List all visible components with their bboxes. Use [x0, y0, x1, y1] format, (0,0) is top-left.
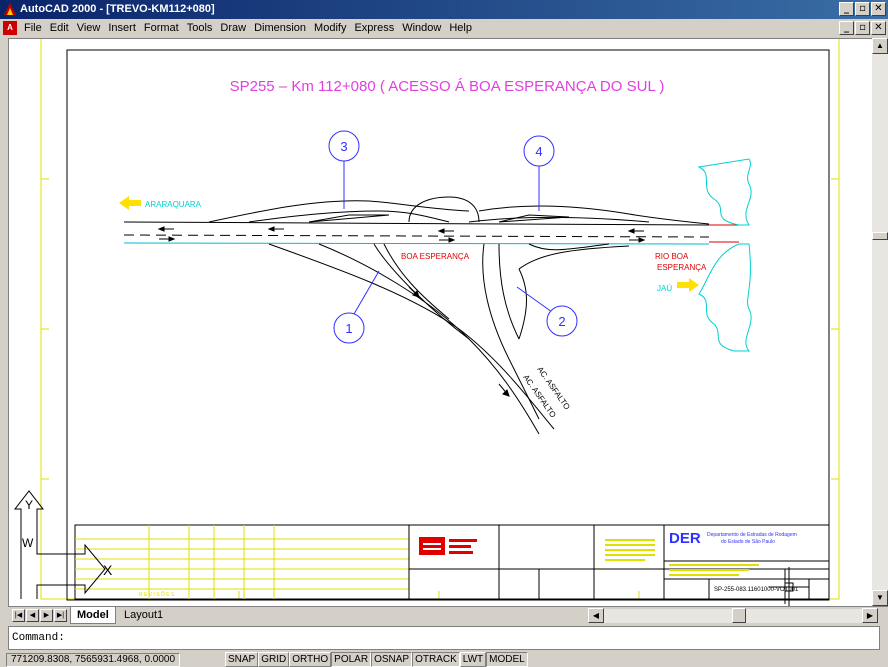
menu-file[interactable]: File	[24, 22, 42, 34]
menu-dimension[interactable]: Dimension	[254, 22, 307, 34]
menu-insert[interactable]: Insert	[108, 22, 136, 34]
hscroll-thumb[interactable]	[732, 608, 746, 623]
ucs-x-label: X	[103, 562, 113, 578]
scroll-up-button[interactable]: ▲	[872, 38, 888, 54]
menu-help[interactable]: Help	[449, 22, 472, 34]
tab-next-button[interactable]: ▶	[40, 609, 53, 622]
revisoes-label: R E V I S Õ E S	[139, 591, 175, 598]
grid-toggle[interactable]: GRID	[258, 652, 290, 667]
marker-3: 3	[328, 130, 360, 209]
close-button[interactable]: ✕	[871, 2, 886, 16]
polar-toggle[interactable]: POLAR	[331, 652, 372, 667]
menu-express[interactable]: Express	[354, 22, 395, 34]
document-icon[interactable]: A	[3, 21, 17, 35]
tab-layout1[interactable]: Layout1	[124, 609, 164, 621]
menu-modify[interactable]: Modify	[314, 22, 347, 34]
doc-restore-button[interactable]: ▫	[855, 21, 870, 35]
layout-tabs-bar: |◀ ◀ ▶ ▶| Model Layout1 ◀ ▶	[8, 606, 888, 625]
status-bar: 771209.8308, 7565931.4968, 0.0000 SNAP G…	[0, 651, 888, 667]
tab-model[interactable]: Model	[70, 607, 116, 624]
marker-1-label: 1	[345, 321, 352, 336]
marker-2: 2	[516, 286, 578, 337]
tab-prev-button[interactable]: ◀	[26, 609, 39, 622]
label-esperanca: ESPERANÇA	[657, 263, 707, 272]
autocad-logo-icon	[4, 3, 16, 15]
menu-tools[interactable]: Tools	[186, 22, 213, 34]
scroll-thumb[interactable]	[872, 232, 888, 240]
menu-format[interactable]: Format	[143, 22, 179, 34]
river	[697, 158, 752, 352]
lwt-toggle[interactable]: LWT	[459, 652, 487, 667]
scroll-right-button[interactable]: ▶	[862, 608, 878, 623]
marker-3-label: 3	[340, 139, 347, 154]
ucs-icon	[13, 490, 106, 599]
marker-4-label: 4	[535, 144, 542, 159]
der-name-line2: do Estado de São Paulo	[721, 539, 775, 545]
command-line[interactable]: Command:	[8, 626, 880, 650]
ortho-toggle[interactable]: ORTHO	[289, 652, 332, 667]
drawing-svg[interactable]: SP255 – Km 112+080 ( ACESSO Á BOA ESPERA…	[9, 39, 872, 606]
south-ramps	[268, 243, 630, 435]
title-block-notes	[605, 539, 759, 576]
scroll-down-button[interactable]: ▼	[872, 590, 888, 606]
marker-1: 1	[333, 270, 380, 344]
command-prompt: Command:	[12, 632, 65, 644]
model-toggle[interactable]: MODEL	[486, 652, 528, 667]
drawing-canvas[interactable]: SP255 – Km 112+080 ( ACESSO Á BOA ESPERA…	[8, 38, 872, 606]
horizontal-scrollbar[interactable]: ◀ ▶	[588, 608, 878, 623]
window-title: AutoCAD 2000 - [TREVO-KM112+080]	[20, 3, 215, 15]
menu-view[interactable]: View	[76, 22, 101, 34]
vertical-scrollbar[interactable]: ▲ ▼	[872, 38, 888, 606]
menu-bar: A File Edit View Insert Format Tools Dra…	[0, 19, 888, 38]
der-logo: DER	[669, 530, 701, 547]
marker-2-label: 2	[558, 314, 565, 329]
snap-toggle[interactable]: SNAP	[225, 652, 259, 667]
tab-last-button[interactable]: ▶|	[54, 609, 67, 622]
coordinate-readout[interactable]: 771209.8308, 7565931.4968, 0.0000	[6, 653, 181, 667]
title-block	[74, 524, 830, 604]
title-bar: AutoCAD 2000 - [TREVO-KM112+080] _ ▫ ✕	[0, 0, 888, 19]
doc-minimize-button[interactable]: _	[839, 21, 854, 35]
menu-window[interactable]: Window	[402, 22, 442, 34]
menu-edit[interactable]: Edit	[49, 22, 69, 34]
menu-draw[interactable]: Draw	[220, 22, 247, 34]
label-boa-esperanca: BOA ESPERANÇA	[401, 252, 470, 261]
main-highway	[123, 221, 739, 245]
scroll-left-button[interactable]: ◀	[588, 608, 604, 623]
firm-logo	[419, 537, 477, 555]
drawing-number: SP-255-083.11601000-VOT001	[714, 587, 799, 593]
label-araraquara: ARARAQUARA	[145, 200, 202, 209]
der-name-line1: Departamento de Estradas de Rodagem	[707, 532, 797, 538]
marker-4: 4	[523, 135, 555, 211]
label-jau: JAÚ	[657, 284, 672, 293]
doc-close-button[interactable]: ✕	[871, 21, 886, 35]
ucs-y-label: Y	[25, 498, 33, 512]
osnap-toggle[interactable]: OSNAP	[371, 652, 413, 667]
maximize-button[interactable]: ▫	[855, 2, 870, 16]
minimize-button[interactable]: _	[839, 2, 854, 16]
lane-arrows	[157, 226, 646, 397]
sheet-frame	[40, 39, 840, 600]
label-rio-boa: RIO BOA	[655, 252, 689, 261]
sheet-border	[66, 49, 830, 601]
drawing-title: SP255 – Km 112+080 ( ACESSO Á BOA ESPERA…	[230, 78, 665, 95]
crosshair-cursor	[769, 567, 809, 606]
ucs-w-label: W	[22, 536, 34, 550]
north-ramps	[208, 196, 710, 225]
tab-first-button[interactable]: |◀	[12, 609, 25, 622]
direction-arrows	[119, 196, 699, 292]
otrack-toggle[interactable]: OTRACK	[412, 652, 460, 667]
